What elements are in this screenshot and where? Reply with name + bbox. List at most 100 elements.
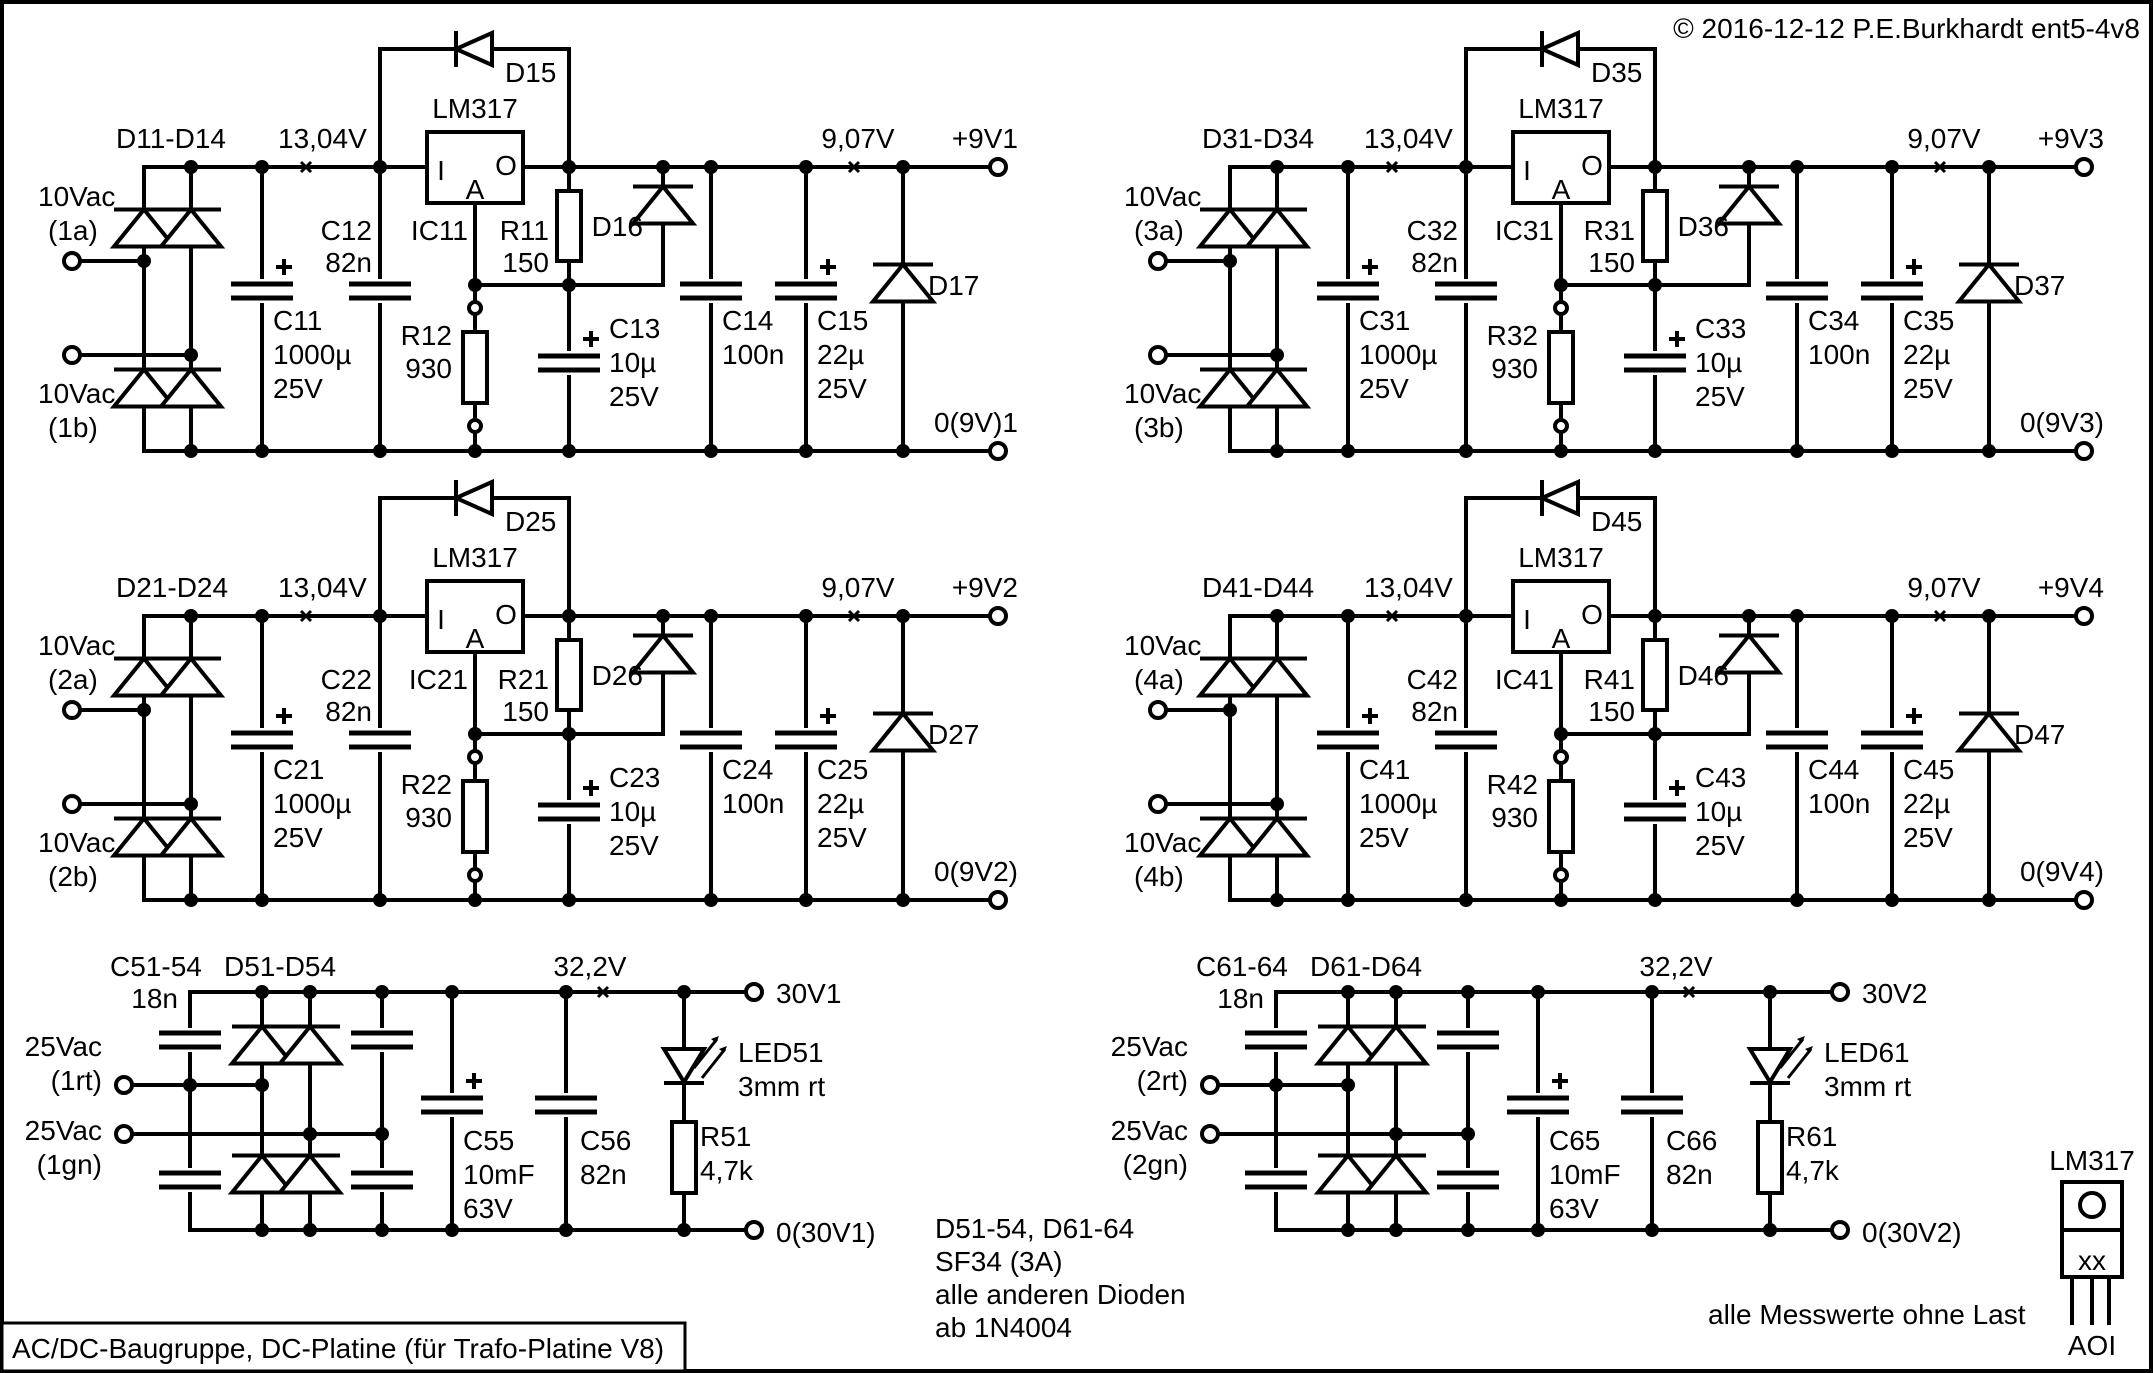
output-terminal-ground[interactable]	[988, 441, 1008, 461]
diode-note: D51-54, D61-64 SF34 (3A) alle anderen Di…	[935, 1213, 1186, 1343]
package-name: LM317	[2049, 1145, 2135, 1176]
junction-dot	[445, 1223, 459, 1237]
adjust-capacitor-value: 10µ	[609, 796, 656, 827]
junction-dot	[1982, 893, 1996, 907]
regulator-ic-designator: IC11	[411, 215, 468, 246]
output-ground-label: 0(9V4)	[2020, 856, 2104, 887]
output-capacitor-voltage: 25V	[1903, 822, 1953, 853]
polarity-plus-icon	[1669, 780, 1685, 796]
led-series-resistor	[670, 1120, 698, 1195]
ac-input-terminal-b[interactable]	[1200, 1124, 1220, 1144]
junction-dot	[375, 985, 389, 999]
diode-note-line: D51-54, D61-64	[935, 1213, 1134, 1244]
led-light-rays-icon	[692, 1038, 727, 1079]
junction-dot	[562, 893, 576, 907]
adjust-capacitor-label: C43	[1695, 762, 1746, 793]
input-voltage-reading: 13,04V	[1364, 123, 1453, 154]
bulk-capacitor-label: C31	[1359, 305, 1410, 336]
junction-dot	[896, 609, 910, 623]
junction-dot	[1461, 1223, 1475, 1237]
schematic-blocks: 10Vac(1a)10Vac(1b)D11-D14C111000µ25V13,0…	[25, 29, 2104, 1248]
led-series-resistor-value: 4,7k	[1786, 1155, 1840, 1186]
junction-dot	[184, 797, 198, 811]
title-block: AC/DC-Baugruppe, DC-Platine (für Trafo-P…	[0, 1321, 687, 1373]
output-terminal-positive[interactable]	[1830, 982, 1850, 1002]
diode-icon	[1537, 29, 1580, 69]
junction-dot	[255, 444, 269, 458]
ac-input-terminal-a[interactable]	[1148, 700, 1168, 720]
diode-icon	[451, 478, 494, 518]
bridge-diode	[1242, 655, 1312, 698]
diode-icon	[1714, 632, 1784, 675]
regulator-block-1: 10Vac(1a)10Vac(1b)D11-D14C111000µ25V13,0…	[38, 29, 1018, 461]
junction-dot	[468, 444, 482, 458]
adjust-resistor-value: 930	[405, 802, 452, 833]
ac-input-terminal-b[interactable]	[1148, 794, 1168, 814]
output-terminal-positive[interactable]	[744, 982, 764, 1002]
decoupling-capacitor-value: 100n	[1808, 339, 1870, 370]
junction-dot	[1223, 254, 1237, 268]
program-resistor-value: 150	[1588, 696, 1635, 727]
bridge-diode	[1242, 366, 1312, 409]
junction-dot	[656, 609, 670, 623]
output-terminal-positive[interactable]	[988, 606, 1008, 626]
junction-dot	[1982, 609, 1996, 623]
ac-input-label-a: 10Vac	[38, 630, 115, 661]
output-terminal-ground[interactable]	[2074, 441, 2094, 461]
junction-dot	[562, 444, 576, 458]
junction-dot	[183, 1078, 197, 1092]
adjust-protection-diode-label: D26	[592, 660, 643, 691]
reverse-protection-diode-label: D37	[2014, 270, 2065, 301]
ac-input-label-b: (4b)	[1134, 861, 1184, 892]
ac-input-terminal-b[interactable]	[62, 345, 82, 365]
ac-input-terminal-a[interactable]	[1200, 1075, 1220, 1095]
bridge-diode	[1242, 815, 1312, 858]
junction-dot	[704, 444, 718, 458]
diode-icon	[1537, 478, 1580, 518]
bridge-label: D31-D34	[1202, 123, 1314, 154]
bulk-capacitor	[230, 708, 294, 752]
input-capacitor-value: 82n	[1411, 247, 1458, 278]
output-capacitor-label: C35	[1903, 305, 1954, 336]
output-terminal-ground[interactable]	[1830, 1220, 1850, 1240]
output-ground-label: 0(9V2)	[934, 856, 1018, 887]
junction-dot	[255, 893, 269, 907]
output-terminal-positive[interactable]	[2074, 606, 2094, 626]
adjust-protection-diode-label: D16	[592, 211, 643, 242]
output-terminal-ground[interactable]	[744, 1220, 764, 1240]
ac-input-label-b: 25Vac	[25, 1115, 102, 1146]
junction-dot	[1645, 1223, 1659, 1237]
ac-input-terminal-a[interactable]	[114, 1075, 134, 1095]
ac-input-terminal-a[interactable]	[1148, 251, 1168, 271]
junction-dot	[373, 444, 387, 458]
junction-dot	[375, 1223, 389, 1237]
ac-input-label-b: (3b)	[1134, 412, 1184, 443]
led-spec: 3mm rt	[1824, 1071, 1911, 1102]
output-terminal-ground[interactable]	[988, 890, 1008, 910]
program-resistor-label: R11	[500, 215, 549, 246]
ac-input-terminal-b[interactable]	[114, 1124, 134, 1144]
status-led	[660, 1036, 727, 1086]
decoupling-capacitor	[1620, 1093, 1684, 1117]
junction-dot	[1790, 609, 1804, 623]
bypass-diode-label: D25	[505, 506, 556, 537]
adjust-capacitor-value: 10µ	[1695, 796, 1742, 827]
bypass-diode-label: D45	[1591, 506, 1642, 537]
junction-dot	[1269, 1078, 1283, 1092]
ac-input-terminal-a[interactable]	[62, 700, 82, 720]
input-capacitor-value: 82n	[325, 696, 372, 727]
output-positive-label: 30V2	[1862, 978, 1927, 1009]
diode-note-line: ab 1N4004	[935, 1312, 1072, 1343]
junction-dot	[1531, 985, 1545, 999]
diode-icon	[1954, 710, 2024, 753]
output-capacitor-value: 22µ	[817, 339, 864, 370]
ac-input-terminal-a[interactable]	[62, 251, 82, 271]
ac-input-terminal-b[interactable]	[1148, 345, 1168, 365]
regulator-block-4: 10Vac(4a)10Vac(4b)D41-D44C411000µ25V13,0…	[1124, 478, 2104, 910]
bridge-label: D51-D54	[224, 951, 336, 982]
output-terminal-ground[interactable]	[2074, 890, 2094, 910]
junction-dot	[1742, 609, 1756, 623]
output-terminal-positive[interactable]	[988, 157, 1008, 177]
output-terminal-positive[interactable]	[2074, 157, 2094, 177]
ac-input-terminal-b[interactable]	[62, 794, 82, 814]
